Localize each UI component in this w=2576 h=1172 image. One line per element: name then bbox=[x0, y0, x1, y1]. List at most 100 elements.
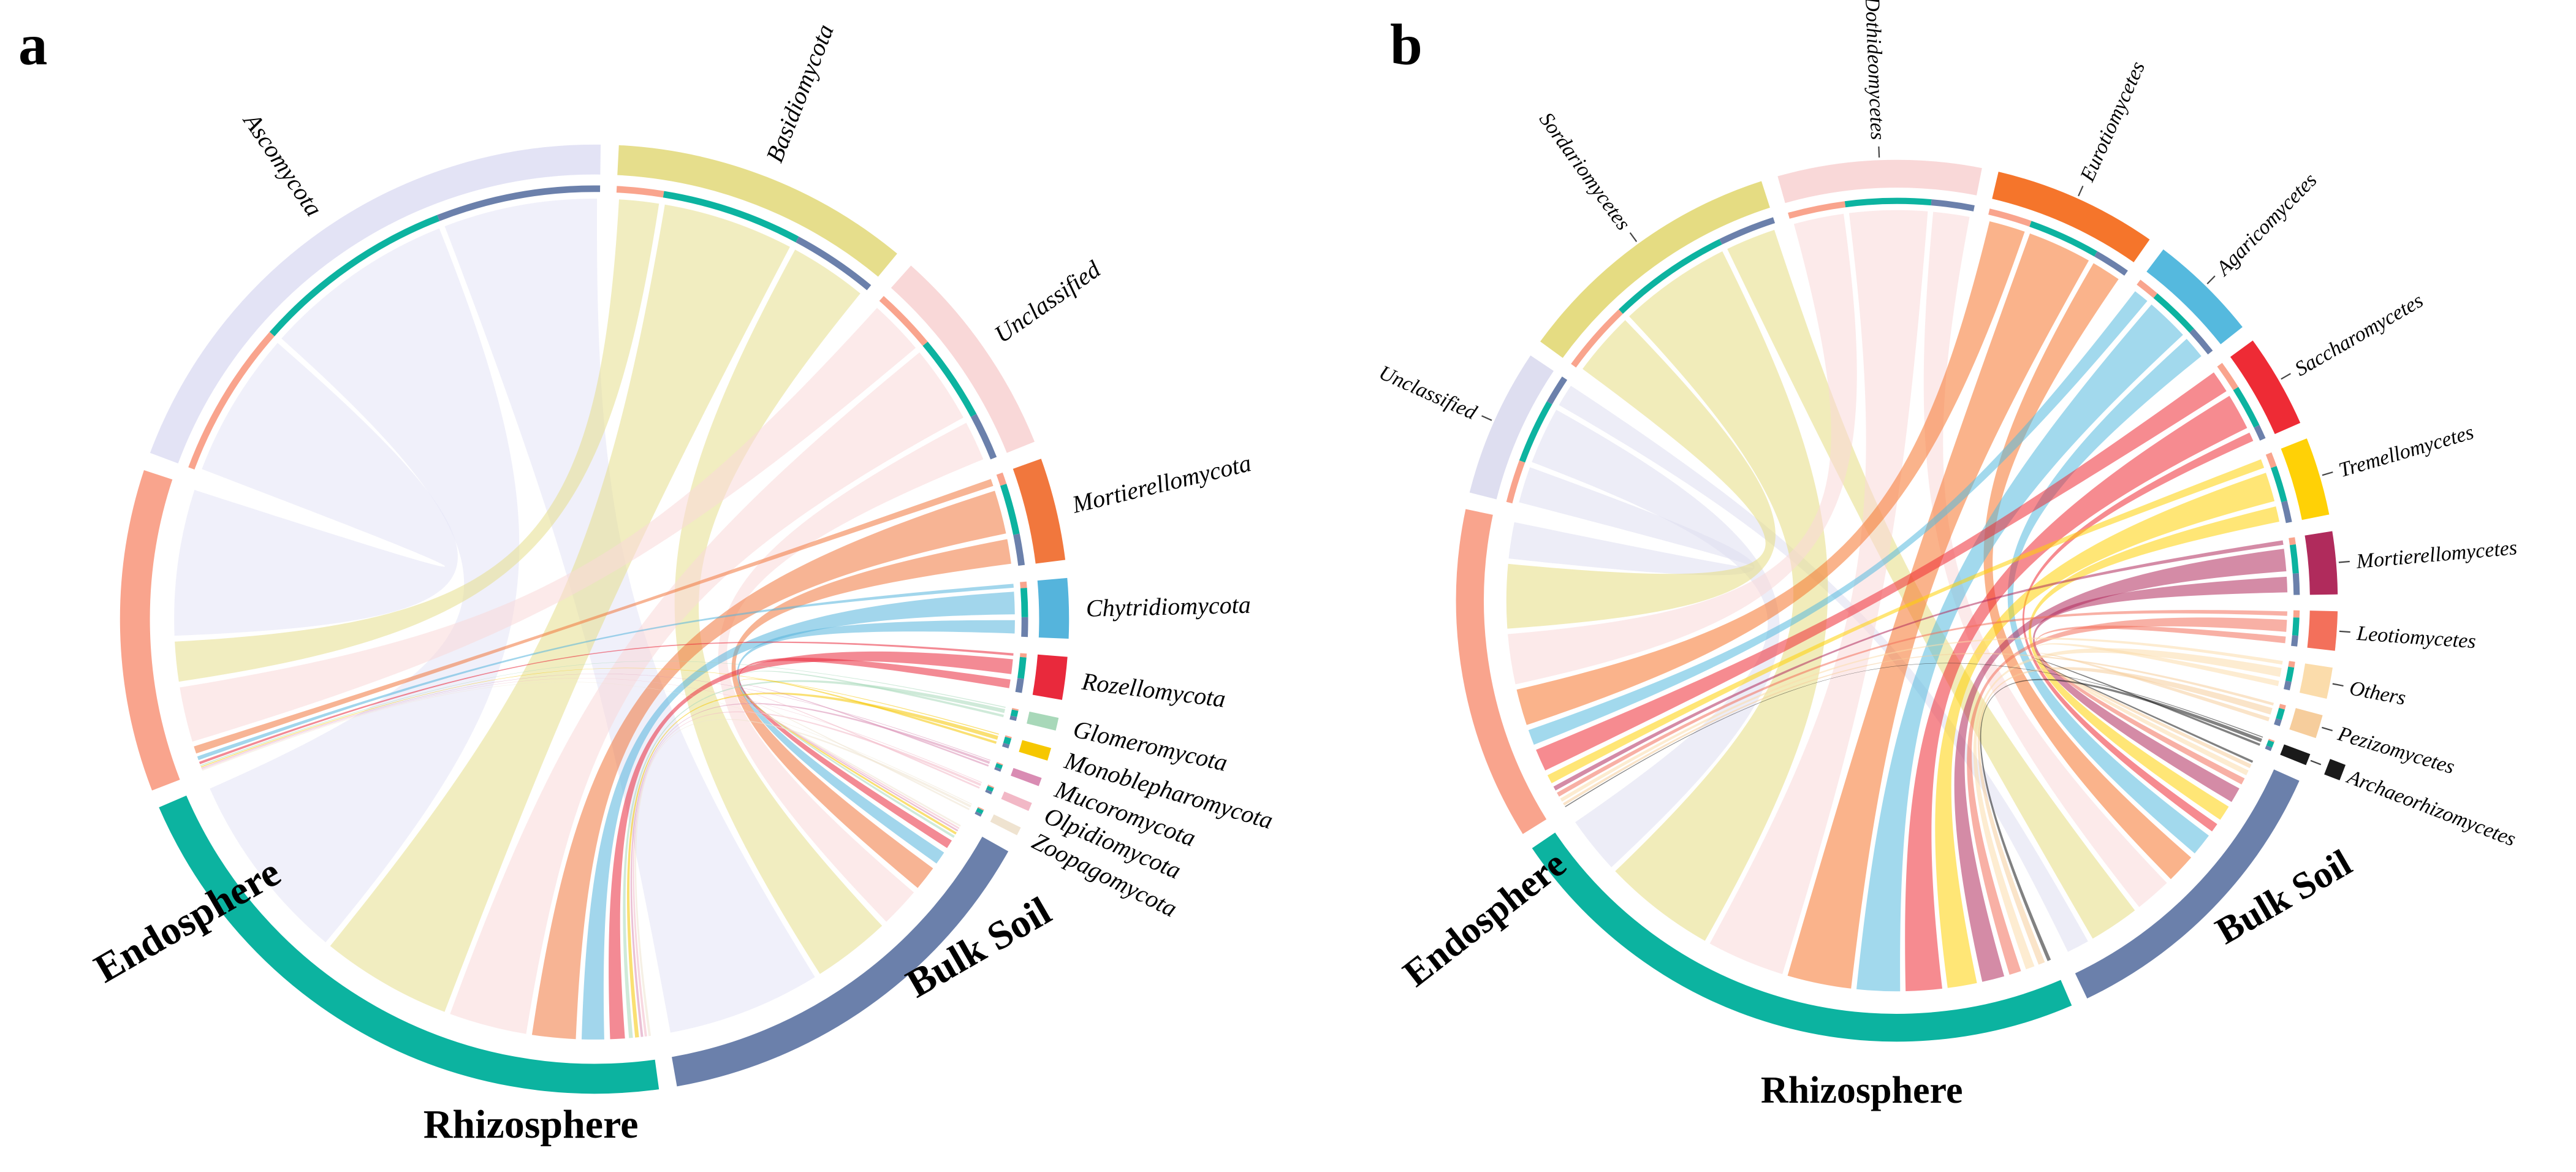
arc-rhizosphere bbox=[1532, 832, 2072, 1042]
subarc-glomeromycota-bulk-soil bbox=[1009, 715, 1017, 721]
subarc-tremellomycetes-rhizosphere bbox=[2271, 466, 2287, 503]
panel-letter-b: b bbox=[1390, 12, 1423, 77]
subarc-olpidiomycota-endosphere bbox=[987, 784, 995, 789]
subarc-mortierellomycetes-endosphere bbox=[2289, 537, 2296, 546]
ribbon-sordariomycetes-rhizosphere bbox=[1615, 251, 1828, 941]
label-rhizosphere: Rhizosphere bbox=[1761, 1070, 1963, 1111]
subarc-others-rhizosphere bbox=[2285, 666, 2295, 682]
subarc-archaeorhizomycetes-bulk-soil bbox=[2265, 745, 2273, 752]
ribbon-chytridiomycota-bulk-soil bbox=[737, 620, 1015, 864]
label-tremellomycetes: Tremellomycetes bbox=[2336, 421, 2476, 482]
arc-saccharomycetes bbox=[2230, 340, 2301, 435]
subarc-others-bulk-soil bbox=[2284, 680, 2292, 691]
subarc-monoblepharomycota-rhizosphere bbox=[1003, 736, 1012, 745]
ribbon-sordariomycetes-bulk-soil bbox=[1727, 230, 2135, 939]
label-rozellomycota: Rozellomycota bbox=[1080, 667, 1227, 712]
subarc-agaricomycetes-endosphere bbox=[2137, 280, 2158, 299]
arc-monoblepharomycota bbox=[1019, 740, 1052, 761]
leader-line-others bbox=[2332, 683, 2344, 687]
label-endosphere: Endosphere bbox=[1396, 843, 1574, 995]
arc-endosphere bbox=[1456, 509, 1547, 834]
arc-unclassified bbox=[1469, 355, 1554, 500]
arc-eurotiomycetes bbox=[1992, 172, 2150, 262]
label-sordariomycetes: Sordariomycetes bbox=[1535, 108, 1635, 235]
subarc-dothideomycetes-bulk-soil bbox=[1931, 199, 1975, 211]
subarc-unclassified-rhizosphere bbox=[922, 341, 977, 417]
subarc-unclassified-endosphere bbox=[879, 295, 928, 346]
subarc-saccharomycetes-rhizosphere bbox=[2233, 387, 2260, 428]
arc-others bbox=[2299, 663, 2333, 699]
ribbon-saccharomycetes-endosphere bbox=[1536, 372, 2227, 771]
subarc-ascomycota-rhizosphere bbox=[269, 215, 440, 337]
ribbon-saccharomycetes-rhizosphere bbox=[1905, 395, 2247, 991]
subarc-monoblepharomycota-bulk-soil bbox=[1002, 742, 1010, 749]
subarc-archaeorhizomycetes-rhizosphere bbox=[2266, 740, 2274, 748]
ribbon-basidiomycota-rhizosphere bbox=[330, 204, 790, 1012]
subarc-ascomycota-endosphere bbox=[188, 332, 275, 470]
label-unclassified: Unclassified bbox=[989, 255, 1106, 348]
subarc-sordariomycetes-rhizosphere bbox=[1619, 238, 1722, 314]
subarc-mortierellomycetes-bulk-soil bbox=[2292, 573, 2300, 595]
leader-line-mortierellomycetes bbox=[2338, 560, 2350, 563]
subarc-agaricomycetes-bulk-soil bbox=[2189, 328, 2213, 355]
subarc-leotiomycetes-bulk-soil bbox=[2291, 635, 2298, 647]
arc-bulk-soil bbox=[2075, 769, 2300, 999]
subarc-olpidiomycota-bulk-soil bbox=[985, 789, 992, 795]
arc-pezizomycetes bbox=[2289, 707, 2323, 739]
label-archaeorhizomycetes: Archaeorhizomycetes bbox=[2343, 765, 2519, 851]
subarc-pezizomycetes-bulk-soil bbox=[2274, 718, 2282, 726]
ribbon-monoblepharomycota-rhizosphere bbox=[626, 692, 998, 1038]
arc-mortierellomycota bbox=[1013, 459, 1066, 564]
subarc-mucoromycota-rhizosphere bbox=[995, 763, 1003, 769]
subarc-glomeromycota-endosphere bbox=[1011, 707, 1019, 711]
label-leotiomycetes: Leotiomycetes bbox=[2355, 622, 2477, 653]
subarc-dothideomycetes-endosphere bbox=[1788, 201, 1846, 219]
ribbon-sordariomycetes-endosphere bbox=[1506, 320, 1776, 629]
label-saccharomycetes: Saccharomycetes bbox=[2291, 289, 2427, 381]
ribbon-mortierellomycota-rhizosphere bbox=[531, 490, 1006, 1040]
subarc-zoopagomycota-bulk-soil bbox=[975, 811, 982, 817]
arc-olpidiomycota bbox=[1001, 791, 1032, 812]
subarc-unclassified-bulk-soil bbox=[1546, 376, 1568, 405]
leader-line-archaeorhizomycetes bbox=[2310, 759, 2322, 766]
label-basidiomycota: Basidiomycota bbox=[761, 20, 839, 166]
subarc-monoblepharomycota-endosphere bbox=[1005, 735, 1012, 739]
subarc-eurotiomycetes-rhizosphere bbox=[2029, 221, 2098, 257]
subarc-ascomycota-bulk-soil bbox=[437, 185, 601, 221]
panel-letter-a: a bbox=[18, 12, 48, 77]
ribbon-rozellomycota-bulk-soil bbox=[739, 657, 1011, 848]
ribbon-ascomycota-rhizosphere bbox=[210, 228, 520, 943]
subarc-pezizomycetes-endosphere bbox=[2279, 704, 2286, 710]
subarc-unclassified-endosphere bbox=[1506, 460, 1525, 504]
subarc-mortierellomycota-rhizosphere bbox=[1000, 484, 1020, 535]
subarc-others-endosphere bbox=[2288, 661, 2295, 668]
ribbon-basidiomycota-bulk-soil bbox=[674, 249, 883, 974]
leader-line-sordariomycetes bbox=[1629, 232, 1638, 242]
arc-sordariomycetes bbox=[1540, 181, 1770, 358]
arc-basidiomycota bbox=[617, 145, 897, 277]
subarc-zoopagomycota-rhizosphere bbox=[976, 807, 984, 815]
ribbon-dothideomycetes-endosphere bbox=[1508, 213, 1857, 685]
arc-bulk-soil bbox=[672, 836, 1009, 1087]
label-rhizosphere: Rhizosphere bbox=[424, 1102, 639, 1147]
ribbon-unclassified-endosphere bbox=[1508, 467, 1755, 576]
arc-leotiomycetes bbox=[2307, 610, 2338, 651]
leader-line-unclassified bbox=[1481, 415, 1492, 421]
subarc-mortierellomycetes-rhizosphere bbox=[2289, 544, 2299, 574]
label-mortierellomycota: Mortierellomycota bbox=[1069, 449, 1254, 519]
leader-line-eurotiomycetes bbox=[2078, 185, 2084, 197]
subarc-unclassified-rhizosphere bbox=[1519, 401, 1552, 463]
subarc-tremellomycetes-endosphere bbox=[2265, 452, 2277, 468]
subarc-eurotiomycetes-endosphere bbox=[1988, 208, 2032, 227]
ribbon-eurotiomycetes-rhizosphere bbox=[1787, 233, 2089, 989]
subarc-basidiomycota-bulk-soil bbox=[796, 236, 872, 291]
subarc-eurotiomycetes-bulk-soil bbox=[2094, 251, 2128, 276]
arc-mortierellomycetes bbox=[2304, 531, 2338, 595]
arc-glomeromycota bbox=[1027, 711, 1059, 731]
subarc-mortierellomycota-endosphere bbox=[996, 472, 1007, 486]
arc-unclassified bbox=[891, 265, 1035, 453]
arc-mucoromycota bbox=[1011, 767, 1042, 786]
